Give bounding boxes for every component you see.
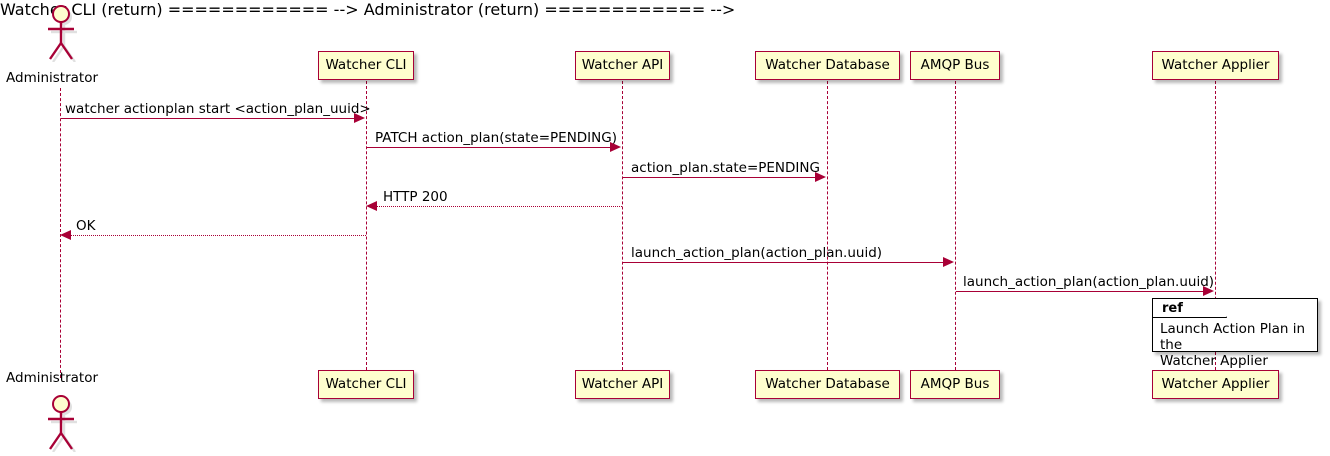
message-label-5: launch_action_plan(action_plan.uuid) [631, 245, 883, 261]
participant-watcher-cli-top[interactable]: Watcher CLI [318, 51, 414, 80]
message-label-0: watcher actionplan start <action_plan_uu… [65, 101, 371, 117]
ref-fragment-keyword: ref [1153, 299, 1227, 318]
lifeline-amqp-bus [955, 81, 956, 370]
message-line-5 [623, 262, 944, 263]
message-label-3: HTTP 200 [383, 189, 448, 205]
message-arrowhead-0 [354, 113, 365, 123]
message-label-2: action_plan.state=PENDING [631, 160, 820, 176]
message-line-4 [71, 235, 366, 236]
message-line-1 [367, 147, 611, 148]
message-line-3 [377, 206, 622, 207]
participant-amqp-bus-bottom[interactable]: AMQP Bus [910, 370, 1000, 399]
message-arrowhead-2 [815, 172, 826, 182]
message-arrowhead-5 [943, 257, 954, 267]
message-arrowhead-3 [366, 201, 377, 211]
message-arrowhead-4 [60, 230, 71, 240]
participant-amqp-bus-top[interactable]: AMQP Bus [910, 51, 1000, 80]
participant-watcher-api-bottom[interactable]: Watcher API [575, 370, 670, 399]
ref-fragment: ref Launch Action Plan in the Watcher Ap… [1152, 298, 1318, 369]
actor-label-administrator-top: Administrator [6, 70, 99, 86]
message-arrowhead-1 [610, 142, 621, 152]
message-label-4: OK [76, 218, 96, 234]
actor-administrator-top [34, 2, 88, 63]
message-line-2 [623, 177, 816, 178]
message-line-6 [956, 291, 1204, 292]
participant-watcher-applier-top[interactable]: Watcher Applier [1152, 51, 1279, 80]
participant-watcher-applier-bottom[interactable]: Watcher Applier [1152, 370, 1279, 399]
message-label-1: PATCH action_plan(state=PENDING) [375, 130, 617, 146]
participant-watcher-database-top[interactable]: Watcher Database [755, 51, 900, 80]
message-arrowhead-6 [1203, 286, 1214, 296]
actor-label-administrator-bottom: Administrator [6, 370, 99, 386]
message-line-0 [61, 118, 355, 119]
message-label-6: launch_action_plan(action_plan.uuid) [963, 274, 1215, 290]
lifeline-watcher-api [622, 81, 623, 370]
actor-administrator-bottom [34, 392, 88, 453]
participant-watcher-api-top[interactable]: Watcher API [575, 51, 670, 80]
participant-watcher-database-bottom[interactable]: Watcher Database [755, 370, 900, 399]
lifeline-watcher-cli [366, 81, 367, 370]
participant-watcher-cli-bottom[interactable]: Watcher CLI [318, 370, 414, 399]
lifeline-watcher-database [827, 81, 828, 370]
lifeline-watcher-applier [1215, 81, 1216, 370]
ref-fragment-text: Launch Action Plan in the Watcher Applie… [1160, 321, 1306, 369]
